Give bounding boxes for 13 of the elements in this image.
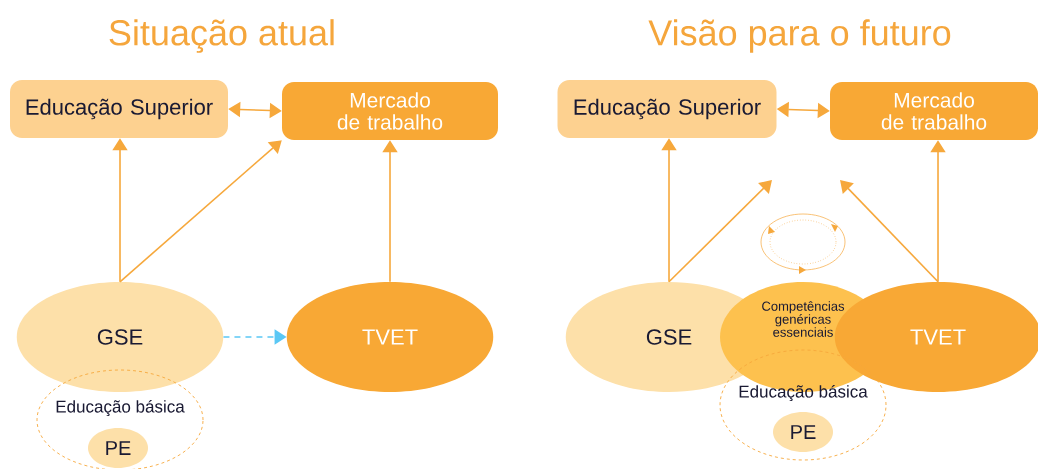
rounded-box: Educação Superior: [557, 80, 777, 138]
arrow: [119, 140, 282, 283]
rounded-box: Educação Superior: [10, 80, 228, 138]
rounded-box: Mercado de trabalho: [830, 82, 1038, 140]
arrow: [840, 180, 939, 283]
arrow: [930, 140, 946, 283]
arrow: [661, 138, 677, 283]
arrow: [668, 180, 772, 283]
heading: Visão para o futuro: [648, 19, 951, 53]
rounded-box: Mercado de trabalho: [282, 82, 498, 140]
arrow: [112, 138, 128, 283]
arrow: [382, 140, 398, 283]
heading: Situação atual: [109, 19, 334, 53]
